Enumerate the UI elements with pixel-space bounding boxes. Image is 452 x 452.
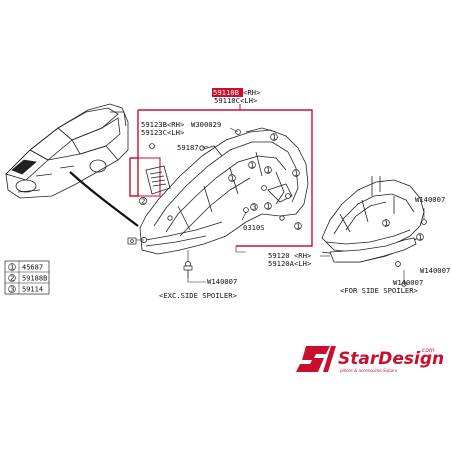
highlight-box — [212, 88, 243, 97]
part-59187[interactable]: 59187 — [177, 143, 199, 152]
callout-right-1a: 1 — [384, 220, 388, 228]
caption-exc-side-spoiler: <EXC.SIDE SPOILER> — [159, 291, 238, 300]
pointer-line — [69, 171, 139, 227]
leader-lines-right — [320, 208, 425, 282]
callout-digits: 2 1 1 1 1 1 3 1 1 — [141, 134, 300, 231]
callout-1c: 1 — [272, 134, 276, 142]
callout-3: 3 — [252, 204, 256, 212]
car-illustration — [5, 103, 129, 199]
part-59120a-lh[interactable]: 59120A<LH> — [268, 259, 312, 268]
legend-code-1[interactable]: 45687 — [22, 264, 43, 272]
stardesign-logo: StarDesign .com pièces & accessoires Sub… — [296, 346, 444, 373]
part-0310s[interactable]: 0310S — [243, 223, 265, 232]
callout-right-1b: 1 — [418, 234, 422, 242]
fender-liner-main — [139, 127, 309, 255]
side-spoiler-part — [329, 237, 417, 263]
legend-num-3: 3 — [10, 286, 14, 294]
clip-fasteners-right — [395, 219, 427, 287]
callout-circles — [139, 133, 302, 230]
callout-1d: 1 — [266, 167, 270, 175]
part-main-rh-suffix: <RH> — [243, 88, 261, 97]
legend: 1 2 3 45687 59188B 59114 — [4, 260, 50, 295]
legend-num-2: 2 — [10, 275, 14, 283]
part-59120-rh[interactable]: 59120 <RH> — [268, 251, 312, 260]
logo-tld: .com — [420, 347, 435, 354]
legend-code-3[interactable]: 59114 — [22, 286, 43, 294]
part-59123c-lh[interactable]: 59123C<LH> — [141, 128, 185, 137]
part-w140007-right-1[interactable]: W140007 — [415, 195, 445, 204]
callout-circles-right — [382, 219, 424, 241]
logo-brand: StarDesign — [338, 349, 444, 369]
mud-flap-part — [145, 165, 171, 195]
legend-num-1: 1 — [10, 264, 14, 272]
bolt-w140007-left — [183, 265, 193, 278]
callout-1b: 1 — [250, 162, 254, 170]
callout-1f: 1 — [266, 203, 270, 211]
callout-1g: 1 — [296, 223, 300, 231]
callout-2: 2 — [141, 198, 145, 206]
logo-mark — [296, 346, 330, 372]
logo-tagline: pièces & accessoires Subaru — [339, 368, 398, 373]
part-w140007-right-3[interactable]: W140007 — [393, 278, 423, 287]
bolt-left-side — [127, 237, 137, 245]
part-main-lh[interactable]: 59110C<LH> — [214, 96, 258, 105]
part-w140007-left[interactable]: W140007 — [207, 277, 237, 286]
callout-1e: 1 — [294, 170, 298, 178]
callout-1a: 1 — [230, 175, 234, 183]
part-59123b-rh[interactable]: 59123B<RH> — [141, 120, 185, 129]
legend-code-2[interactable]: 59188B — [22, 275, 47, 283]
part-main-rh-highlight[interactable]: 59110B — [213, 88, 239, 97]
part-w140007-right-2[interactable]: W140007 — [420, 266, 450, 275]
part-w300029[interactable]: W300029 — [191, 120, 221, 129]
caption-for-side-spoiler: <FOR SIDE SPOILER> — [340, 286, 419, 295]
